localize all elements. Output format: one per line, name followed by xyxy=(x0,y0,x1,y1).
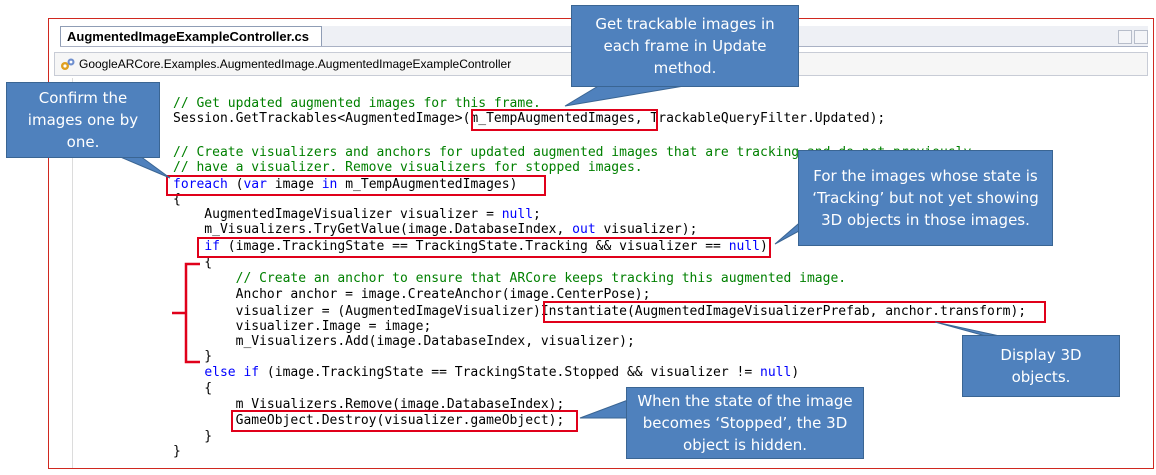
code-line: { xyxy=(173,381,213,396)
callout-confirm-text: Confirm the images one by one. xyxy=(27,89,139,151)
bracket-if-block xyxy=(172,262,200,364)
code-line: Session.GetTrackables<AugmentedImage>(m_… xyxy=(173,111,886,126)
code-line: } xyxy=(173,349,213,364)
callout-get-images: Get trackable images in each frame in Up… xyxy=(571,5,799,87)
code-line: } xyxy=(173,444,181,459)
highlight-if-tracking xyxy=(197,237,771,258)
code-line-destroy: GameObject.Destroy(visualizer.gameObject… xyxy=(173,413,565,428)
code-line: } xyxy=(173,429,213,444)
code-line: visualizer.Image = image; xyxy=(173,319,432,334)
code-line: // Get updated augmented images for this… xyxy=(173,96,541,111)
callout-display-text: Display 3D objects. xyxy=(1000,346,1082,386)
code-line: { xyxy=(173,255,213,270)
highlight-foreach xyxy=(166,175,546,196)
class-nav-label: GoogleARCore.Examples.AugmentedImage.Aug… xyxy=(79,57,512,71)
callout-tracking: For the images whose state is ‘Tracking’… xyxy=(798,150,1053,246)
highlight-trackables-arg xyxy=(471,109,658,131)
class-gear-icon xyxy=(61,58,75,70)
highlight-instantiate xyxy=(543,301,1046,323)
code-line-foreach: foreach (var image in m_TempAugmentedIma… xyxy=(173,177,518,192)
code-line: m_Visualizers.Remove(image.DatabaseIndex… xyxy=(173,397,565,412)
editor-gutter xyxy=(60,78,73,468)
code-line: m_Visualizers.TryGetValue(image.Database… xyxy=(173,222,698,237)
code-line: m_Visualizers.Add(image.DatabaseIndex, v… xyxy=(173,334,635,349)
tab-scroll-left-button[interactable] xyxy=(1118,30,1132,44)
code-line-instantiate: visualizer = (AugmentedImageVisualizer)I… xyxy=(173,304,1027,319)
code-line: // have a visualizer. Remove visualizers… xyxy=(173,160,643,175)
callout-confirm: Confirm the images one by one. xyxy=(6,82,160,158)
callout-stopped: When the state of the image becomes ‘Sto… xyxy=(626,387,864,459)
code-line: AugmentedImageVisualizer visualizer = nu… xyxy=(173,207,541,222)
tab-file[interactable]: AugmentedImageExampleController.cs xyxy=(60,26,322,46)
code-line: { xyxy=(173,192,181,207)
callout-display: Display 3D objects. xyxy=(962,335,1120,397)
code-line-if: if (image.TrackingState == TrackingState… xyxy=(204,239,768,254)
highlight-destroy xyxy=(231,410,578,432)
callout-tracking-text: For the images whose state is ‘Tracking’… xyxy=(812,167,1039,229)
code-line: // Create an anchor to ensure that ARCor… xyxy=(173,271,847,286)
code-line: Anchor anchor = image.CreateAnchor(image… xyxy=(173,287,651,302)
callout-stopped-text: When the state of the image becomes ‘Sto… xyxy=(637,392,853,454)
code-line-else-if: else if (image.TrackingState == Tracking… xyxy=(204,365,800,380)
callout-get-images-text: Get trackable images in each frame in Up… xyxy=(595,15,775,77)
close-icon[interactable] xyxy=(1134,30,1148,44)
